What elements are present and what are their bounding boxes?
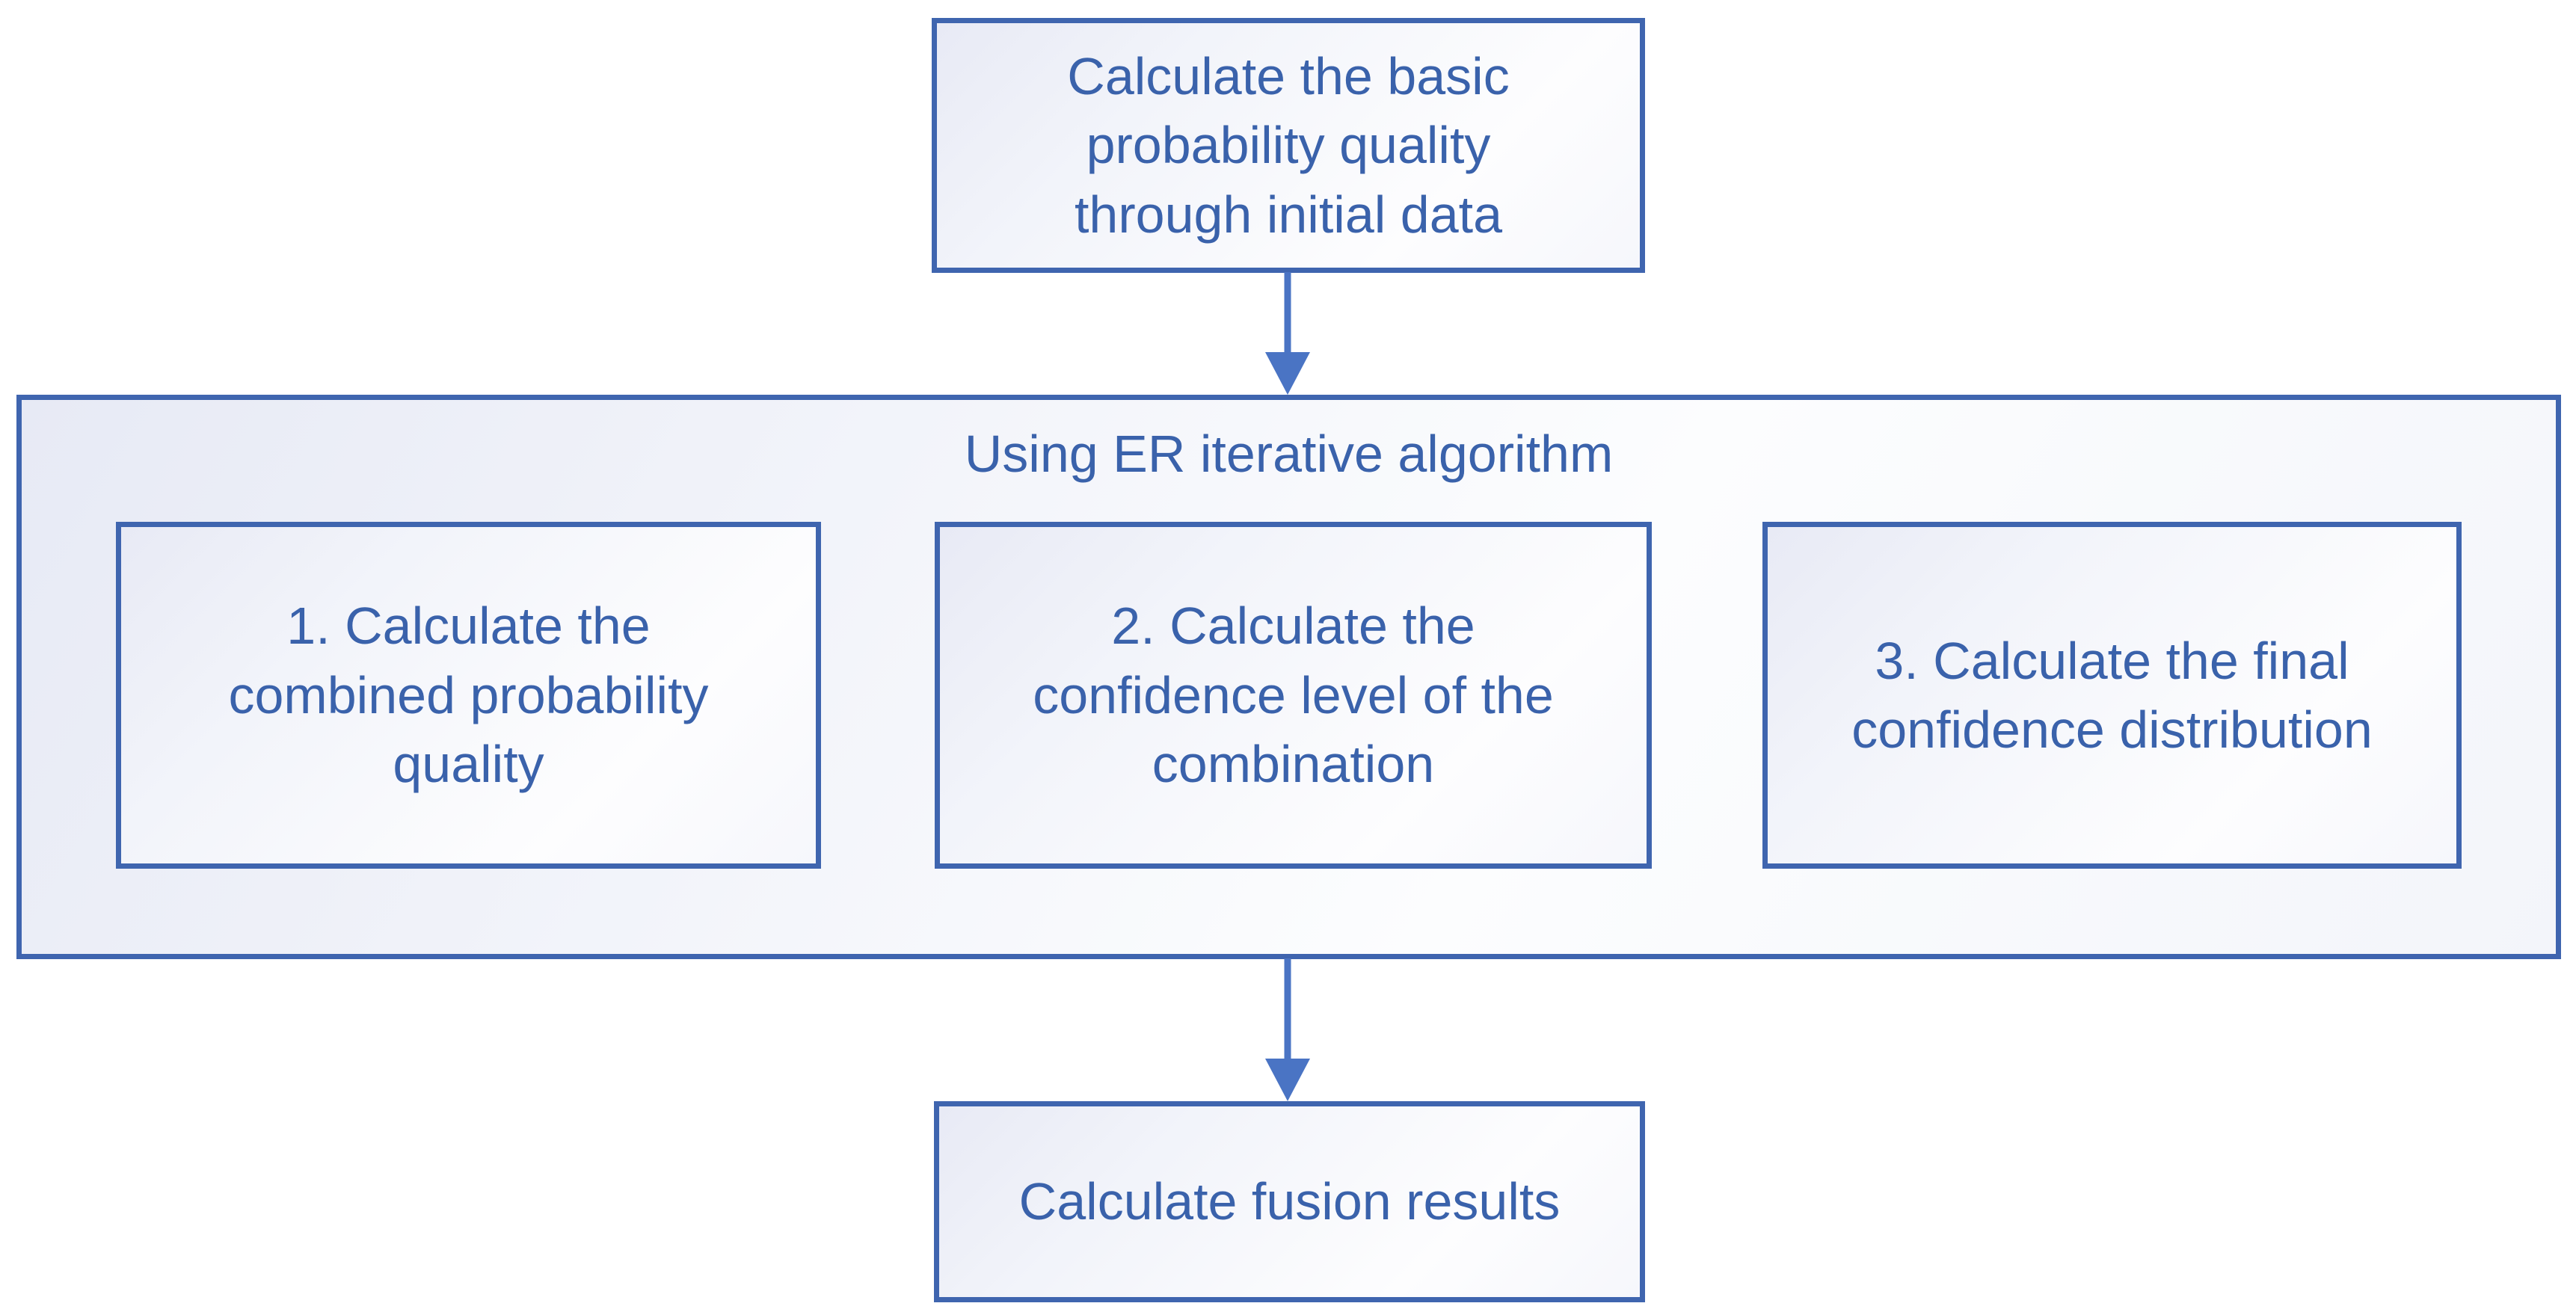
arrow-line [1284, 958, 1291, 1064]
arrow-start-to-container [1265, 272, 1310, 395]
container-er-iterative-algorithm-label: Using ER iterative algorithm [964, 425, 1614, 483]
node-fusion-results-label: Calculate fusion results [1018, 1172, 1561, 1231]
container-er-iterative-algorithm: Using ER iterative algorithm 1. Calculat… [16, 395, 2561, 959]
arrow-down-icon [1265, 352, 1310, 395]
arrow-down-icon [1265, 1059, 1310, 1101]
arrow-line [1284, 272, 1291, 357]
arrow-container-to-end [1265, 958, 1310, 1101]
node-fusion-results: Calculate fusion results [934, 1101, 1645, 1302]
